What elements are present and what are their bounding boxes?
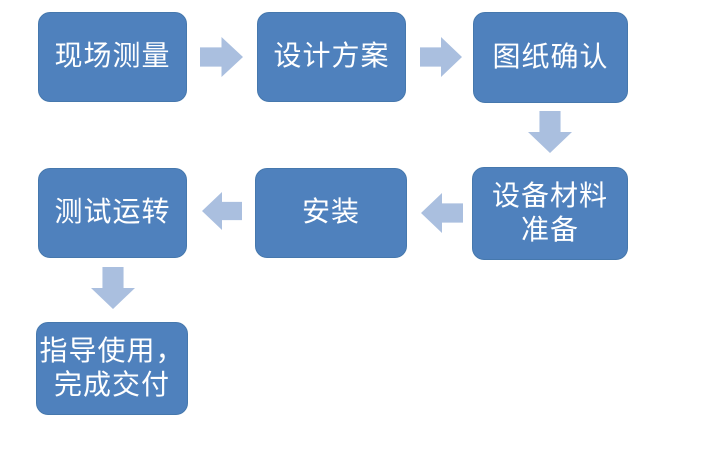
step-installation: 安装	[255, 168, 407, 258]
step-equipment-material-preparation: 设备材料 准备	[472, 167, 628, 260]
arrow-right-icon	[420, 37, 462, 77]
arrow-left-icon	[421, 193, 463, 233]
arrow-down-icon	[91, 267, 135, 309]
step-test-operation: 测试运转	[38, 168, 187, 258]
step-drawing-confirmation: 图纸确认	[473, 12, 628, 103]
arrow-right-icon	[200, 37, 243, 77]
step-design-plan: 设计方案	[257, 12, 406, 102]
step-site-measurement: 现场测量	[38, 12, 187, 102]
arrow-left-icon	[202, 192, 242, 230]
step-guide-use-complete-delivery: 指导使用， 完成交付	[36, 322, 188, 415]
arrow-down-icon	[528, 111, 572, 153]
